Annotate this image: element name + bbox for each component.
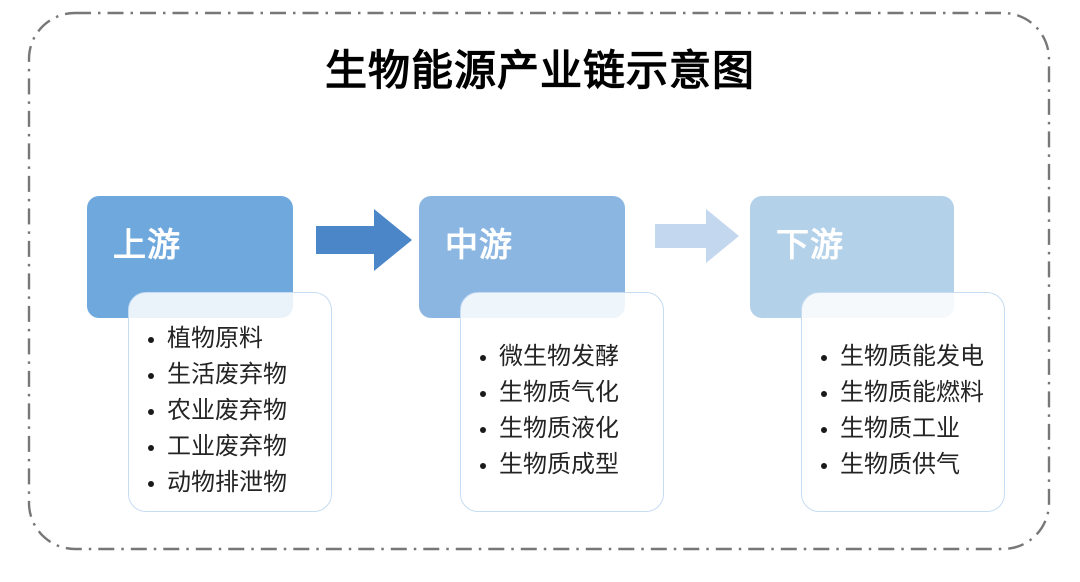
list-item: 工业废弃物 bbox=[129, 429, 331, 465]
list-item: 生物质能发电 bbox=[802, 339, 1004, 375]
list-item: 微生物发酵 bbox=[461, 339, 663, 375]
list-item: 生物质工业 bbox=[802, 411, 1004, 447]
diagram-title: 生物能源产业链示意图 bbox=[324, 47, 755, 94]
list-item: 生物质液化 bbox=[461, 411, 663, 447]
list-item: 动物排泄物 bbox=[129, 465, 331, 501]
arrow-midstream-to-downstream-icon bbox=[655, 207, 741, 265]
stage-label-upstream: 上游 bbox=[113, 226, 181, 263]
list-item: 生物质气化 bbox=[461, 375, 663, 411]
list-item: 植物原料 bbox=[129, 321, 331, 357]
arrow-upstream-to-midstream-icon bbox=[316, 207, 414, 273]
list-item: 生物质供气 bbox=[802, 447, 1004, 483]
list-item: 生活废弃物 bbox=[129, 357, 331, 393]
stage-label-downstream: 下游 bbox=[776, 226, 844, 263]
stage-label-midstream: 中游 bbox=[445, 226, 513, 263]
list-item: 生物质成型 bbox=[461, 447, 663, 483]
item-list-downstream: 生物质能发电 生物质能燃料 生物质工业 生物质供气 bbox=[802, 339, 1004, 483]
stage-items-upstream: 植物原料 生活废弃物 农业废弃物 工业废弃物 动物排泄物 bbox=[128, 292, 332, 512]
stage-items-midstream: 微生物发酵 生物质气化 生物质液化 生物质成型 bbox=[460, 292, 664, 512]
list-item: 农业废弃物 bbox=[129, 393, 331, 429]
stage-items-downstream: 生物质能发电 生物质能燃料 生物质工业 生物质供气 bbox=[801, 292, 1005, 512]
list-item: 生物质能燃料 bbox=[802, 375, 1004, 411]
item-list-midstream: 微生物发酵 生物质气化 生物质液化 生物质成型 bbox=[461, 339, 663, 483]
item-list-upstream: 植物原料 生活废弃物 农业废弃物 工业废弃物 动物排泄物 bbox=[129, 321, 331, 501]
